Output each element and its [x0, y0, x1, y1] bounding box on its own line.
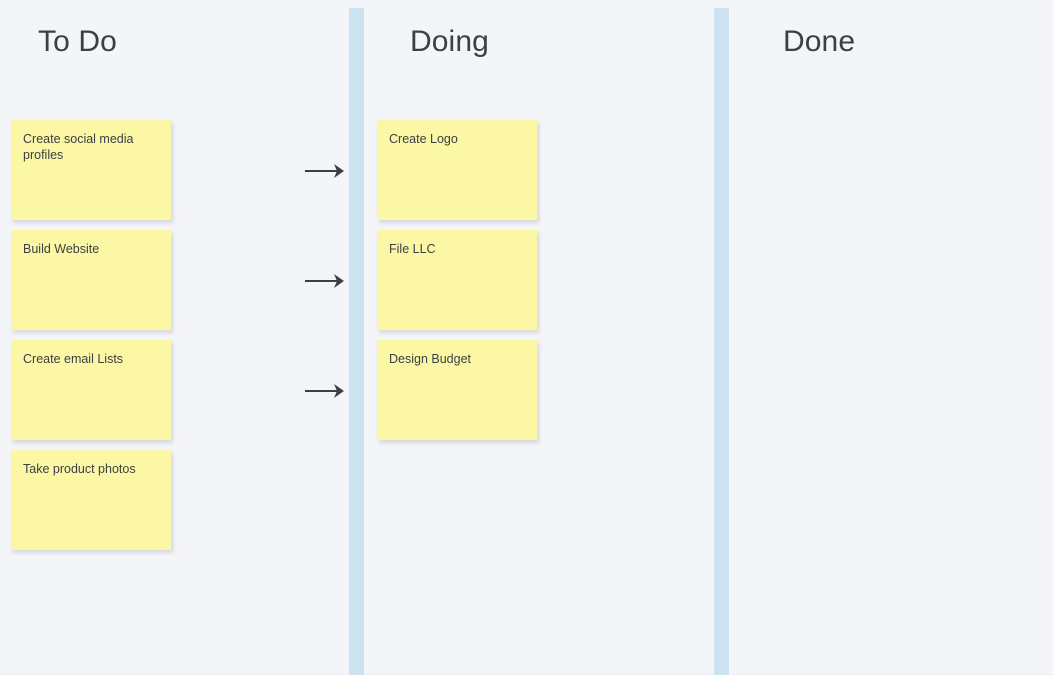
sticky-note-text: Create Logo [389, 132, 458, 146]
column-to-do: To Do Create social media profiles Build… [0, 0, 349, 675]
sticky-note-text: File LLC [389, 242, 436, 256]
column-divider-1 [349, 8, 364, 675]
arrow-right-icon [304, 270, 348, 292]
sticky-note-text: Build Website [23, 242, 100, 256]
sticky-note[interactable]: Take product photos [11, 450, 171, 550]
sticky-note[interactable]: Create Logo [377, 120, 537, 220]
sticky-note[interactable]: Create email Lists [11, 340, 171, 440]
sticky-note-text: Create social media profiles [23, 132, 134, 162]
sticky-note[interactable]: Create social media profiles [11, 120, 171, 220]
card-list-to-do: Create social media profiles Build Websi… [11, 120, 171, 560]
sticky-note-text: Create email Lists [23, 352, 124, 366]
arrow-right-icon [304, 380, 348, 402]
sticky-note[interactable]: Build Website [11, 230, 171, 330]
column-done: Done [729, 0, 1053, 675]
sticky-note-text: Design Budget [389, 352, 472, 366]
column-title-doing: Doing [410, 25, 489, 58]
column-divider-2 [714, 8, 729, 675]
column-title-to-do: To Do [38, 25, 117, 58]
card-list-done [742, 120, 902, 121]
arrow-right-icon [304, 160, 348, 182]
card-list-doing: Create Logo File LLC Design Budget [377, 120, 537, 450]
sticky-note-text: Take product photos [23, 462, 136, 476]
sticky-note[interactable]: Design Budget [377, 340, 537, 440]
sticky-note[interactable]: File LLC [377, 230, 537, 330]
column-title-done: Done [783, 25, 856, 58]
column-doing: Doing Create Logo File LLC Design Budget [364, 0, 714, 675]
